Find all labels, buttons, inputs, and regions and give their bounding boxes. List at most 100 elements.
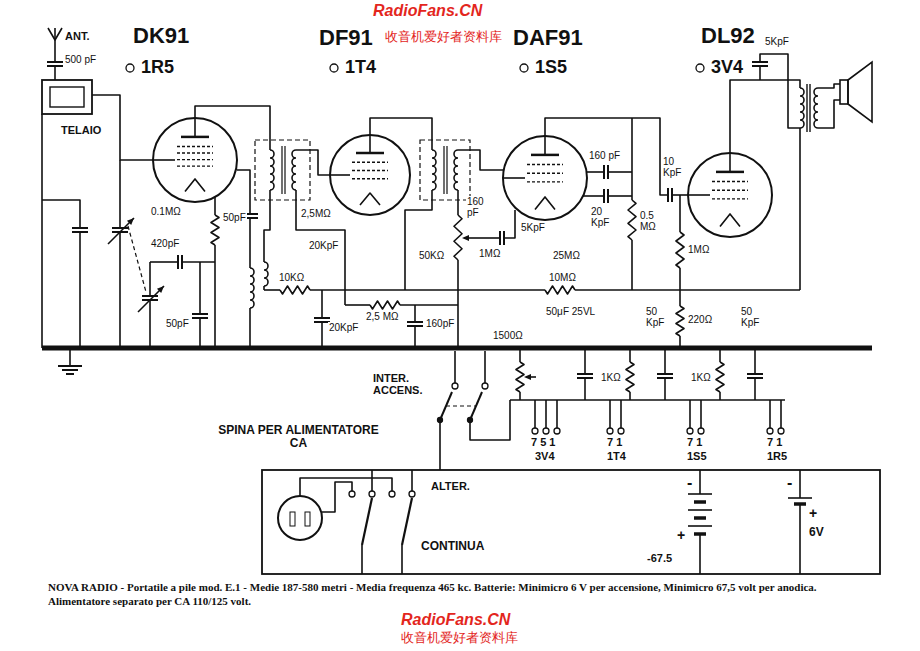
wire: [679, 195, 681, 232]
potentiometer-wiper: [468, 237, 480, 239]
wire: [405, 190, 432, 290]
arrow-head: [127, 218, 134, 225]
resistor-symbol: [626, 362, 634, 392]
polarity-mark: +: [676, 528, 686, 543]
capacitor-symbol: [603, 165, 605, 179]
wire: [583, 195, 604, 197]
wire: [480, 237, 500, 239]
switch-blade: [402, 498, 412, 545]
wire: [264, 190, 270, 262]
speaker-symbol: [848, 62, 872, 122]
tube-type: 1S5: [686, 450, 708, 462]
transformer-core: [443, 146, 444, 194]
coil-symbol: [432, 150, 436, 190]
socket-pin-lead: [689, 400, 691, 428]
component-value: ANT.: [64, 30, 90, 42]
component-value: 1MΩ: [687, 244, 710, 255]
pin-numbers: 7 1: [686, 436, 703, 448]
wire: [519, 350, 521, 362]
plug-socket: [278, 496, 322, 540]
capacitor-symbol: [577, 373, 593, 375]
socket-pin-lead: [545, 400, 547, 428]
coil-symbol: [264, 262, 268, 286]
battery-cell: [694, 516, 706, 520]
wire: [584, 350, 586, 374]
switch-blade: [362, 498, 372, 545]
coil-symbol: [814, 88, 818, 128]
arrow-head: [462, 235, 469, 241]
resistor-symbol: [516, 362, 524, 392]
tube-lead: [369, 135, 371, 153]
wire: [119, 232, 121, 348]
battery-cell: [688, 525, 712, 527]
wire: [519, 392, 521, 400]
wire: [195, 106, 270, 150]
component-value: 50pF: [165, 318, 190, 329]
component-value: 50 KpF: [740, 306, 768, 328]
wire: [575, 289, 800, 291]
capacitor-symbol: [752, 65, 768, 67]
wire: [470, 400, 510, 440]
wire: [504, 210, 515, 238]
wire: [799, 470, 801, 498]
component-value: 0.5 MΩ: [639, 210, 659, 232]
wire: [439, 420, 441, 470]
tube-type: DL92: [700, 24, 756, 48]
wire: [545, 118, 668, 195]
wire: [41, 114, 43, 348]
pin-numbers: 7 5 1: [530, 436, 556, 448]
tube-lead: [544, 136, 546, 155]
wire: [345, 304, 370, 306]
tube-type: 1R5: [766, 450, 788, 462]
ground-symbol: [62, 369, 78, 371]
terminal-dot: [607, 428, 613, 434]
terminal-dot: [389, 491, 395, 497]
component-value: 20KpF: [308, 240, 339, 251]
resistor-symbol: [370, 301, 400, 309]
tube-grid: [527, 181, 563, 182]
battery-cell: [688, 493, 712, 495]
voltage-label: -67.5: [646, 552, 673, 564]
capacitor-symbol: [177, 255, 179, 269]
plug-label: SPINA PER ALIMENTATORE CA: [210, 424, 387, 450]
terminal-dot: [452, 383, 458, 389]
capacitor-symbol: [747, 373, 763, 375]
socket-pin-lead: [620, 400, 622, 428]
terminal-dot: [532, 428, 538, 434]
tube-type: DF91: [318, 26, 374, 50]
watermark: 收音机爱好者资料库: [400, 631, 519, 645]
wire: [510, 399, 785, 401]
tube-lead: [194, 118, 196, 137]
wire: [760, 54, 800, 128]
terminal-dot: [330, 64, 338, 72]
plug-pin: [305, 512, 310, 526]
tube-type: 1T4: [606, 450, 627, 462]
terminal-dot: [409, 491, 415, 497]
tube-type: 3V4: [534, 450, 556, 462]
tube-filament: [360, 193, 380, 205]
wire: [79, 232, 81, 348]
wire: [411, 470, 413, 491]
component-value: 20KpF: [328, 322, 359, 333]
component-value: 220Ω: [687, 314, 713, 325]
tube-grid: [712, 190, 748, 191]
capacitor-symbol: [72, 227, 88, 229]
tube-type: 1T4: [344, 58, 377, 78]
transformer-core: [806, 84, 807, 132]
wire: [401, 545, 403, 574]
transformer-core: [446, 146, 447, 194]
variable-capacitor-arrow: [108, 218, 134, 244]
tube-type: 1S5: [534, 58, 568, 78]
tube-type: 3V4: [710, 58, 744, 78]
tube-lead: [688, 194, 710, 196]
battery-cell: [688, 509, 712, 511]
component-value: 50 KpF: [645, 306, 673, 328]
wire: [214, 245, 216, 348]
wire: [119, 160, 121, 228]
tube-grid: [352, 161, 388, 162]
loop-antenna: [50, 87, 84, 107]
switch-label: ALTER.: [430, 480, 471, 492]
tube-grid: [527, 164, 563, 165]
terminal-dot: [687, 428, 693, 434]
